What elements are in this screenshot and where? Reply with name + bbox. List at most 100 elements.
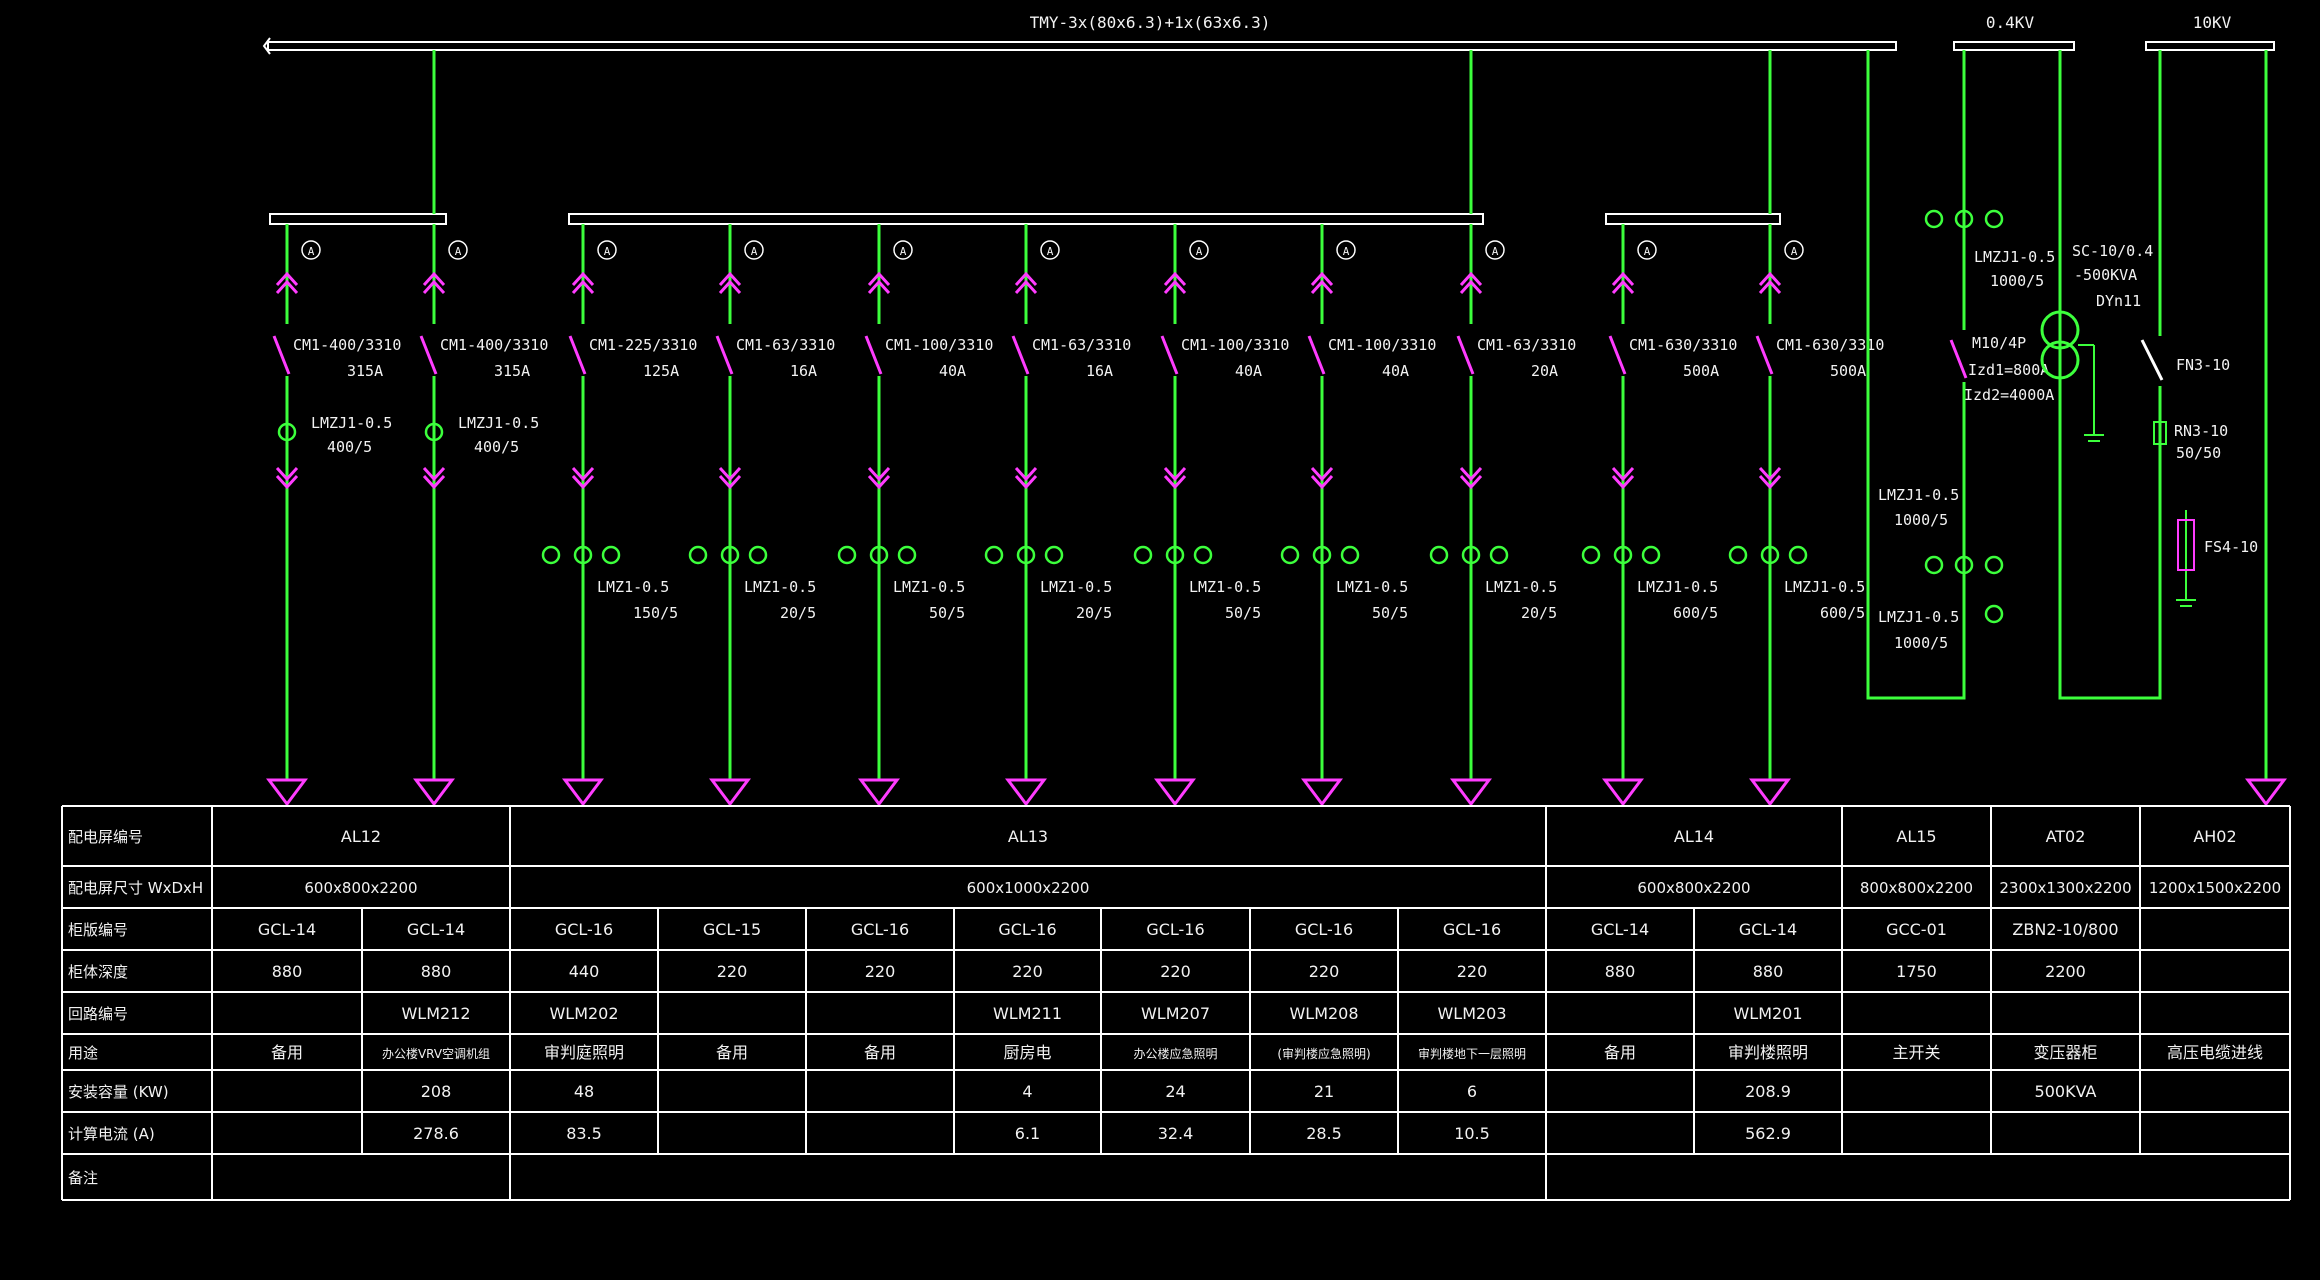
plug-in-contact-lower	[1611, 466, 1635, 490]
main-breaker-setting: Izd2=4000A	[1964, 386, 2054, 404]
cabinet-type-cell: GCL-16	[1295, 920, 1353, 939]
current-cell: 83.5	[566, 1124, 602, 1143]
cable-outgoing-icon	[266, 778, 308, 807]
cabinet-type-cell: GCL-15	[703, 920, 761, 939]
table-row-header: 柜版编号	[68, 921, 128, 939]
ammeter-letter: A	[1343, 245, 1350, 258]
breaker-gap	[1023, 324, 1029, 376]
current-transformer-icon	[1280, 545, 1300, 565]
breaker-model: CM1-63/3310	[736, 336, 835, 354]
cabinet-type-cell: GCL-16	[851, 920, 909, 939]
breaker-icon	[1011, 335, 1030, 375]
current-transformer-icon	[277, 422, 297, 442]
circuit-number-cell: WLM211	[993, 1004, 1062, 1023]
current-transformer-icon	[1581, 545, 1601, 565]
hv-switch-label: FN3-10	[2176, 356, 2230, 374]
breaker-gap	[727, 324, 733, 376]
hv-bus: 10KV	[2145, 13, 2275, 51]
breaker-model: CM1-630/3310	[1776, 336, 1884, 354]
panel-size-cell: 1200x1500x2200	[2149, 879, 2281, 897]
current-transformer-icon	[1044, 545, 1064, 565]
ct-model: LMZ1-0.5	[1040, 578, 1112, 596]
plug-in-contact-upper	[275, 271, 299, 295]
cabinet-type-cell: GCL-16	[998, 920, 1056, 939]
breaker-gap	[1767, 324, 1773, 376]
current-cell: 10.5	[1454, 1124, 1490, 1143]
depth-cell: 220	[865, 962, 896, 981]
usage-cell: (审判楼应急照明)	[1277, 1046, 1370, 1061]
current-transformer-icon	[1954, 209, 1974, 229]
plug-in-contact-upper	[1310, 271, 1334, 295]
depth-cell: 440	[569, 962, 600, 981]
ct-mid-ratio: 1000/5	[1894, 511, 1948, 529]
current-transformer-icon	[541, 545, 561, 565]
current-transformer-icon	[1760, 545, 1780, 565]
breaker-icon	[864, 335, 883, 375]
circuit-number-cell: WLM212	[401, 1004, 470, 1023]
ammeter-icon	[1637, 240, 1657, 260]
ct-ratio: 150/5	[633, 604, 678, 622]
current-transformer-icon	[1924, 555, 1944, 575]
depth-cell: 2200	[2045, 962, 2086, 981]
ct-model: LMZ1-0.5	[744, 578, 816, 596]
depth-cell: 880	[272, 962, 303, 981]
plug-in-contact-lower	[718, 466, 742, 490]
ct-ratio: 20/5	[780, 604, 816, 622]
main-busbar: TMY-3x(80x6.3)+1x(63x6.3)	[262, 13, 1897, 55]
ammeter-letter: A	[1492, 245, 1499, 258]
current-transformer-icon	[1429, 545, 1449, 565]
breaker-gap	[580, 324, 586, 376]
main-breaker-icon	[1949, 339, 1968, 379]
cabinet-type-cell: GCC-01	[1886, 920, 1947, 939]
transformer-loop-line	[2058, 50, 2162, 700]
current-transformer-icon	[601, 545, 621, 565]
current-transformer-icon	[1613, 545, 1633, 565]
depth-cell: 220	[1160, 962, 1191, 981]
ammeter-icon	[1336, 240, 1356, 260]
lv-bus: 0.4KV	[1953, 13, 2075, 51]
ammeter-icon	[893, 240, 913, 260]
breaker-icon	[272, 335, 291, 375]
table-row-header: 安装容量 (KW)	[68, 1083, 169, 1101]
table-row-header: 配电屏尺寸 WxDxH	[68, 879, 203, 897]
breaker-gap	[1172, 324, 1178, 376]
current-transformer-icon	[984, 545, 1004, 565]
lv-bus-label: 0.4KV	[1986, 13, 2035, 32]
depth-cell: 220	[1457, 962, 1488, 981]
ammeter-icon	[744, 240, 764, 260]
ct-model: LMZJ1-0.5	[458, 414, 539, 432]
breaker-model: CM1-400/3310	[293, 336, 401, 354]
cable-outgoing-icon	[1602, 778, 1644, 807]
main-breaker-setting: Izd1=800A	[1968, 361, 2049, 379]
plug-in-contact-upper	[422, 271, 446, 295]
ct-ratio: 50/5	[1225, 604, 1261, 622]
table-row-header: 柜体深度	[68, 963, 128, 981]
cable-outgoing-icon	[1005, 778, 1047, 807]
ammeter-icon	[1784, 240, 1804, 260]
ct-ratio: 400/5	[474, 438, 519, 456]
ammeter-letter: A	[604, 245, 611, 258]
ammeter-letter: A	[1047, 245, 1054, 258]
current-transformer-icon	[424, 422, 444, 442]
transformer-vector: DYn11	[2096, 292, 2141, 310]
breaker-gap	[876, 324, 882, 376]
current-transformer-icon	[1924, 209, 1944, 229]
panel-number-cell: AT02	[2046, 827, 2086, 846]
ct-model: LMZJ1-0.5	[311, 414, 392, 432]
depth-cell: 880	[421, 962, 452, 981]
cabinet-type-cell: GCL-14	[407, 920, 465, 939]
hv-bus-label: 10KV	[2193, 13, 2232, 32]
current-transformer-icon	[1984, 209, 2004, 229]
panel-number-cell: AL14	[1674, 827, 1714, 846]
plug-in-contact-upper	[1459, 271, 1483, 295]
breaker-rating: 40A	[1382, 362, 1409, 380]
ct-top-model: LMZJ1-0.5	[1974, 248, 2055, 266]
fuse-rating: 50/50	[2176, 444, 2221, 462]
arrester-icon	[2177, 519, 2195, 571]
ct-model: LMZ1-0.5	[1189, 578, 1261, 596]
